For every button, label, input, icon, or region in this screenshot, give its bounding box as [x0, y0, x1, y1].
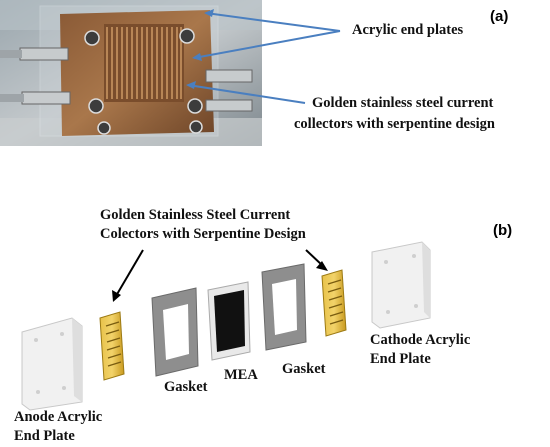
label-b-collectors-line2: Colectors with Serpentine Design [100, 226, 306, 242]
cell-photo [0, 0, 262, 146]
mea [207, 281, 251, 361]
gas-fittings [0, 47, 253, 112]
cathode-acrylic-plate [371, 241, 431, 329]
anode-acrylic-plate [21, 317, 83, 411]
gasket-right [261, 263, 307, 351]
panel-a-tag: (a) [490, 8, 509, 25]
label-mea: MEA [224, 367, 258, 383]
serpentine-channels [106, 27, 182, 99]
label-b-collectors-line1: Golden Stainless Steel Current [100, 207, 291, 223]
current-collector-right [321, 269, 347, 337]
bolts [84, 28, 203, 135]
label-gasket-right: Gasket [282, 361, 326, 377]
label-acrylic-end-plates: Acrylic end plates [352, 22, 464, 38]
panel-b-tag: (b) [493, 222, 513, 239]
arrows-panel-b [112, 249, 328, 302]
label-anode-line1: Anode Acrylic [14, 409, 103, 425]
label-anode-line2: End Plate [14, 428, 75, 444]
current-collector-left [99, 311, 125, 381]
label-collectors-line2: collectors with serpentine design [294, 116, 495, 132]
arrows-panel-a [186, 9, 341, 104]
label-cathode-line2: End Plate [370, 351, 431, 367]
label-gasket-left: Gasket [164, 379, 208, 395]
gasket-left [151, 287, 199, 377]
label-cathode-line1: Cathode Acrylic [370, 332, 471, 348]
label-collectors-line1: Golden stainless steel current [312, 95, 494, 111]
